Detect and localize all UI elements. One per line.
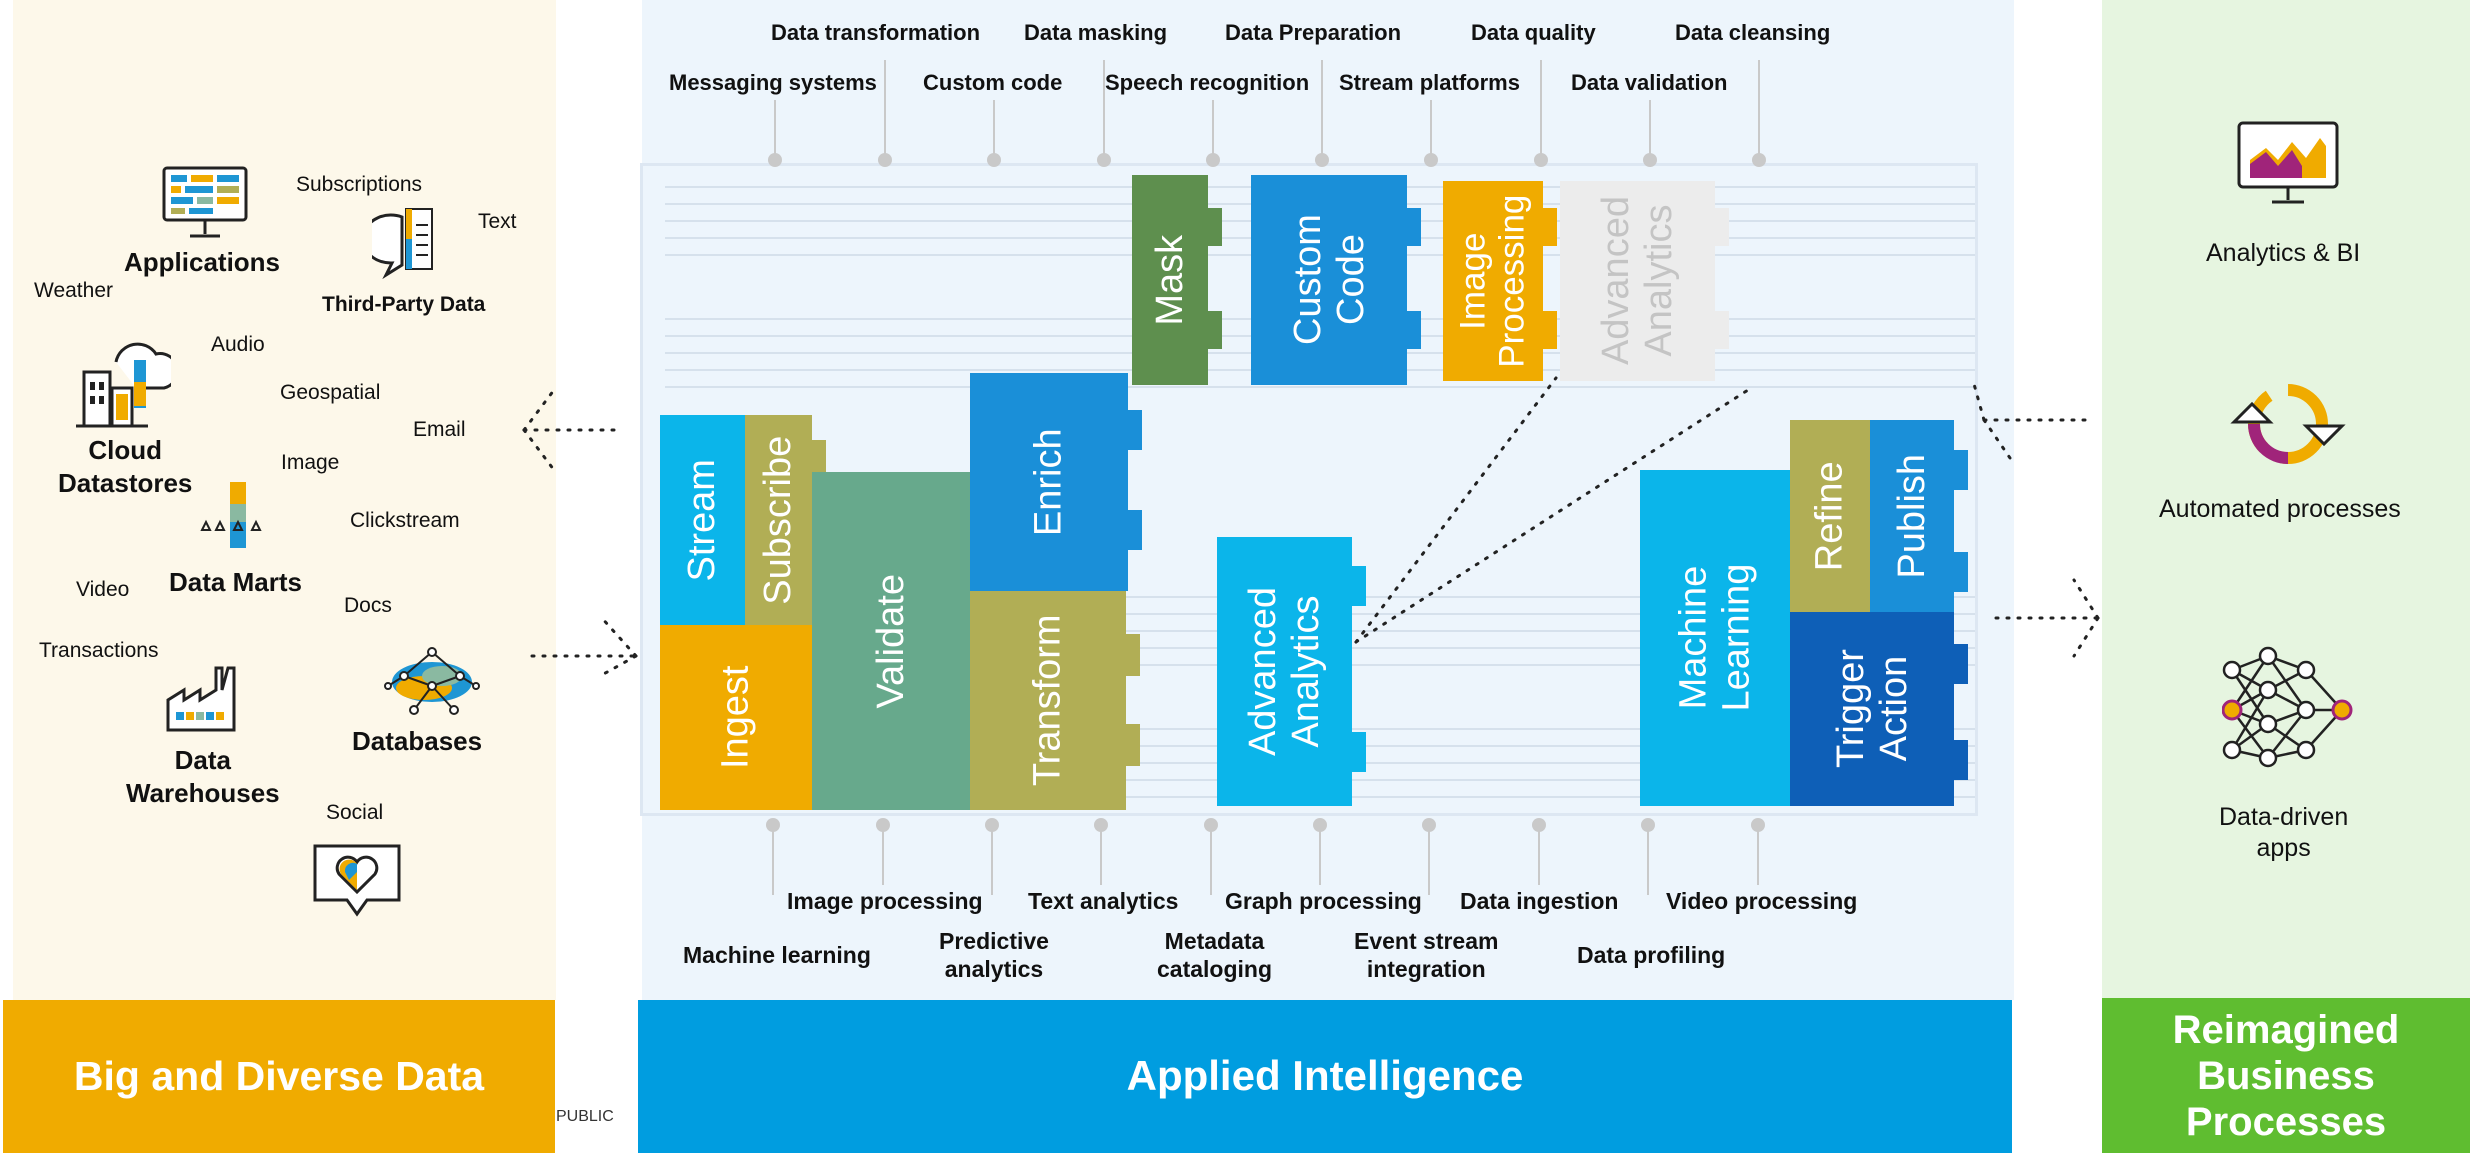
block-image-processing: Image Processing bbox=[1443, 181, 1543, 381]
block-mask: Mask bbox=[1132, 175, 1208, 385]
cloud-datastore-icon bbox=[76, 342, 171, 428]
block-advanced-analytics-faded: Advanced Analytics bbox=[1560, 181, 1715, 381]
databases-label: Databases bbox=[352, 726, 483, 756]
block-stream: Stream bbox=[660, 415, 745, 625]
block-subscribe: Subscribe bbox=[745, 415, 812, 625]
analytics-connector-dots bbox=[1354, 376, 1750, 644]
automated-processes-label: Automated processes bbox=[2159, 495, 2401, 523]
data-mart-icon bbox=[200, 482, 262, 548]
weather-label: Weather bbox=[34, 279, 113, 302]
classification-tag: PUBLIC bbox=[556, 1108, 614, 1125]
image-label: Image bbox=[281, 451, 340, 474]
block-refine: Refine bbox=[1790, 420, 1870, 612]
bottom-label-machine-learning: Machine learning bbox=[683, 942, 871, 968]
data-warehouses-label: Data Warehouses bbox=[126, 745, 280, 808]
big-data-panel bbox=[13, 0, 556, 1000]
bottom-label-metadata-cataloging: Metadata cataloging bbox=[1157, 928, 1273, 982]
top-label-data-cleansing: Data cleansing bbox=[1675, 20, 1831, 45]
clickstream-label: Clickstream bbox=[350, 509, 460, 532]
applied-intelligence-banner: Applied Intelligence bbox=[638, 1000, 2012, 1153]
block-machine-learning: Machine Learning bbox=[1640, 470, 1790, 806]
bottom-label-text-analytics: Text analytics bbox=[1028, 888, 1179, 914]
top-label-custom-code: Custom code bbox=[923, 70, 1063, 95]
bottom-pin-lines bbox=[766, 818, 1765, 895]
database-network-icon bbox=[384, 647, 480, 715]
analytics-chart-icon bbox=[2237, 121, 2339, 204]
subscriptions-label: Subscriptions bbox=[296, 173, 423, 196]
top-label-speech-recognition: Speech recognition bbox=[1105, 70, 1310, 95]
bottom-label-data-ingestion: Data ingestion bbox=[1460, 888, 1619, 914]
block-advanced-analytics: Advanced Analytics bbox=[1217, 537, 1352, 806]
block-publish: Publish bbox=[1870, 420, 1954, 612]
social-label: Social bbox=[326, 801, 384, 824]
geospatial-label: Geospatial bbox=[280, 381, 381, 404]
social-heart-icon bbox=[313, 844, 401, 917]
top-label-data-preparation: Data Preparation bbox=[1225, 20, 1402, 45]
audio-label: Audio bbox=[211, 333, 265, 356]
block-ingest: Ingest bbox=[660, 625, 812, 810]
cloud-datastores-label: Cloud Datastores bbox=[58, 435, 193, 498]
video-label: Video bbox=[76, 578, 130, 601]
neural-network-icon bbox=[2222, 646, 2353, 768]
text-label: Text bbox=[478, 210, 517, 233]
top-label-messaging-systems: Messaging systems bbox=[669, 70, 877, 95]
block-trigger-action: Trigger Action bbox=[1790, 612, 1954, 806]
data-driven-apps-label: Data-driven apps bbox=[2219, 803, 2349, 863]
factory-icon bbox=[166, 666, 236, 732]
bottom-label-data-profiling: Data profiling bbox=[1577, 942, 1726, 968]
monitor-icon bbox=[162, 166, 248, 238]
top-label-data-masking: Data masking bbox=[1024, 20, 1168, 45]
docs-label: Docs bbox=[344, 594, 392, 617]
block-enrich: Enrich bbox=[970, 373, 1128, 591]
big-data-banner: Big and Diverse Data bbox=[3, 1000, 555, 1153]
top-pin-lines bbox=[768, 60, 1766, 167]
bottom-label-image-processing: Image processing bbox=[787, 888, 983, 914]
bottom-label-event-stream-integration: Event stream integration bbox=[1354, 928, 1499, 982]
capability-frame bbox=[640, 163, 1978, 816]
analytics-bi-label: Analytics & BI bbox=[2206, 239, 2361, 267]
top-label-data-quality: Data quality bbox=[1471, 20, 1596, 45]
third-party-data-label: Third-Party Data bbox=[322, 293, 486, 316]
bottom-label-graph-processing: Graph processing bbox=[1225, 888, 1422, 914]
applications-label: Applications bbox=[124, 247, 281, 277]
top-label-stream-platforms: Stream platforms bbox=[1339, 70, 1520, 95]
data-marts-label: Data Marts bbox=[169, 567, 302, 597]
block-transform: Transform bbox=[970, 591, 1126, 810]
bottom-label-predictive-analytics: Predictive analytics bbox=[939, 928, 1049, 982]
business-processes-banner: Reimagined Business Processes bbox=[2102, 998, 2470, 1153]
block-custom-code: Custom Code bbox=[1251, 175, 1407, 385]
refresh-cycle-icon bbox=[2230, 384, 2346, 464]
bottom-label-video-processing: Video processing bbox=[1666, 888, 1858, 914]
block-validate: Validate bbox=[812, 472, 970, 810]
left-connector-dots bbox=[522, 388, 638, 678]
transactions-label: Transactions bbox=[39, 639, 159, 662]
email-label: Email bbox=[413, 418, 466, 441]
document-chat-icon bbox=[372, 208, 433, 280]
right-connector-dots bbox=[1972, 382, 2100, 658]
top-label-data-transformation: Data transformation bbox=[771, 20, 981, 45]
top-label-data-validation: Data validation bbox=[1571, 70, 1728, 95]
